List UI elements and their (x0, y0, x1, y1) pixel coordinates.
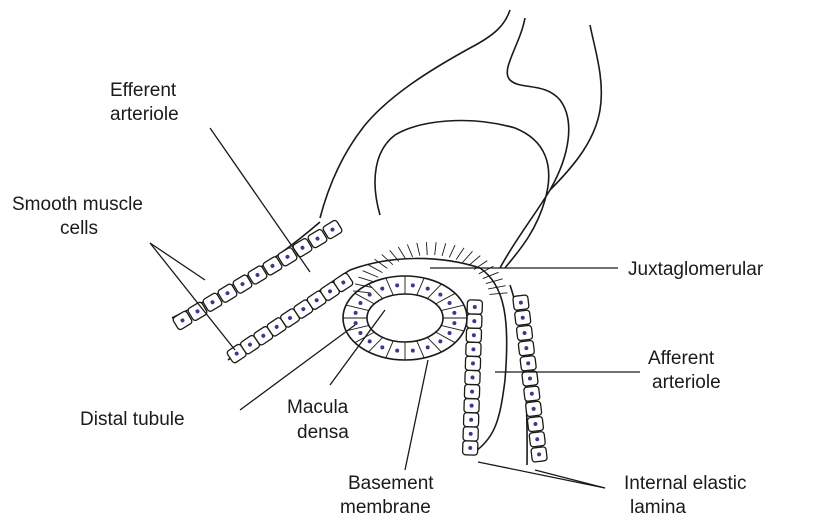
cell (465, 370, 480, 384)
juxtaglomerular-hatch-line (442, 243, 446, 256)
macula-densa-nucleus (358, 331, 362, 335)
afferent-arteriole-label-line2: arteriole (652, 372, 721, 393)
macula-densa-nucleus (438, 293, 442, 297)
cell (531, 447, 548, 463)
cell (465, 356, 480, 370)
macula-densa-nucleus (448, 301, 452, 305)
macula-densa-label-line2: densa (297, 422, 349, 443)
macula-densa-nucleus (426, 345, 430, 349)
cell (527, 416, 544, 432)
macula-densa-nucleus (380, 287, 384, 291)
juxtaglomerular-hatch-line (463, 251, 473, 262)
macula-densa-nucleus (426, 287, 430, 291)
juxtaglomerular-hatch-line (417, 243, 420, 256)
macula-densa-cell-divider (346, 305, 369, 311)
afferent-arteriole-label-line1: Afferent (648, 348, 715, 369)
cell (463, 427, 478, 441)
cell (514, 310, 531, 326)
macula-densa-nucleus (395, 349, 399, 353)
basement-membrane-leader (405, 360, 428, 470)
basement-membrane-label-line2: membrane (340, 497, 431, 518)
juxtaglomerular-hatch-line (490, 293, 508, 295)
juxtaglomerular-hatch-line (426, 242, 427, 255)
juxtaglomerular-label: Juxtaglomerular (628, 259, 764, 280)
macula-densa-nucleus (380, 345, 384, 349)
macula-densa-nucleus (358, 301, 362, 305)
cell (466, 328, 481, 342)
macula-densa-cell-divider (386, 341, 393, 358)
afferent-outer-cell-column (513, 295, 548, 463)
macula-densa-nucleus (368, 339, 372, 343)
efferent-arteriole-upper-wall (172, 222, 320, 318)
macula-densa-nucleus (411, 349, 415, 353)
internal-elastic-lamina-label-line2: lamina (630, 497, 686, 518)
juxtaglomerular-hatch-line (456, 248, 464, 260)
cell (466, 342, 481, 356)
macula-densa-cell-divider (417, 278, 424, 295)
efferent-arteriole-leader (210, 128, 310, 272)
macula-densa-cell-divider (346, 325, 369, 331)
macula-densa-cell-divider (441, 305, 464, 311)
juxtaglomerular-hatch-line (469, 256, 481, 266)
macula-densa-leader (330, 310, 385, 385)
cell (516, 325, 533, 341)
internal-elastic-lamina-label-line1: Internal elastic (624, 473, 747, 494)
macula-densa-cell-divider (427, 284, 441, 299)
cell (467, 300, 482, 314)
macula-densa-nucleus (452, 311, 456, 315)
cell (464, 398, 479, 412)
macula-densa-label-line1: Macula (287, 397, 349, 418)
macula-densa-cell-divider (369, 284, 383, 299)
efferent-arteriole-label-line2: arteriole (110, 104, 179, 125)
basement-membrane-label-line1: Basement (348, 473, 434, 494)
smooth-muscle-cells-label-line2: cells (60, 218, 98, 239)
efferent-arteriole-label-line1: Efferent (110, 80, 177, 101)
juxtaglomerular-hatch-line (363, 271, 379, 278)
macula-densa-cell-divider (427, 337, 441, 352)
cell (464, 384, 479, 398)
internal-elastic-lamina-leader-2 (535, 470, 605, 488)
cell (529, 431, 546, 447)
macula-densa-nucleus (354, 321, 358, 325)
cell (522, 371, 539, 387)
cell (525, 401, 542, 417)
cell (513, 295, 530, 311)
glomerulus-outline (320, 10, 601, 268)
macula-densa-cell-divider (386, 278, 393, 295)
juxtaglomerular-hatch-line (398, 247, 405, 259)
cell (467, 314, 482, 328)
macula-densa-cell-divider (441, 325, 464, 331)
juxtaglomerular-hatch-line (368, 265, 382, 273)
smooth-muscle-cells-label-line1: Smooth muscle (12, 194, 143, 215)
cell (463, 413, 478, 427)
juxtaglomerular-hatch-line (407, 244, 412, 256)
juxtaglomerular-hatch-line (435, 242, 436, 255)
macula-densa-cell-divider (369, 337, 383, 352)
cell (518, 340, 535, 356)
afferent-inner-cell-column (463, 300, 483, 455)
smooth-muscle-leader-1 (150, 243, 205, 280)
macula-densa-nucleus (368, 293, 372, 297)
macula-densa-nucleus (395, 283, 399, 287)
internal-elastic-lamina-leader-1 (478, 462, 605, 488)
macula-densa-nucleus (448, 331, 452, 335)
cell (520, 355, 537, 371)
cell (463, 441, 478, 455)
macula-densa-nucleus (438, 339, 442, 343)
macula-densa-nucleus (452, 321, 456, 325)
cell (524, 386, 541, 402)
macula-densa-nucleus (354, 311, 358, 315)
macula-densa-nucleus (411, 283, 415, 287)
distal-tubule-label: Distal tubule (80, 409, 185, 430)
juxtaglomerular-hatch-line (449, 245, 455, 257)
macula-densa-cell-divider (417, 341, 424, 358)
